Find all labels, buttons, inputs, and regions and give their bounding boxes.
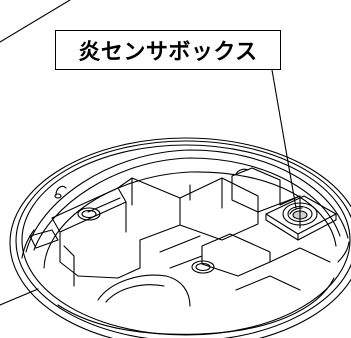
lower-leader-line bbox=[0, 288, 39, 306]
left-wall-block bbox=[29, 177, 181, 287]
upper-leader-line bbox=[0, 0, 71, 43]
outer-rim bbox=[9, 137, 351, 338]
callout-leader-line bbox=[271, 69, 297, 209]
right-box-section bbox=[231, 167, 301, 229]
callout-label-box: 炎センサボックス bbox=[55, 30, 281, 70]
callout-label: 炎センサボックス bbox=[78, 40, 258, 65]
flame-sensor-box bbox=[265, 195, 337, 241]
central-plate bbox=[159, 177, 271, 277]
half-circle-cutout bbox=[97, 274, 191, 307]
right-front-step bbox=[235, 247, 331, 291]
